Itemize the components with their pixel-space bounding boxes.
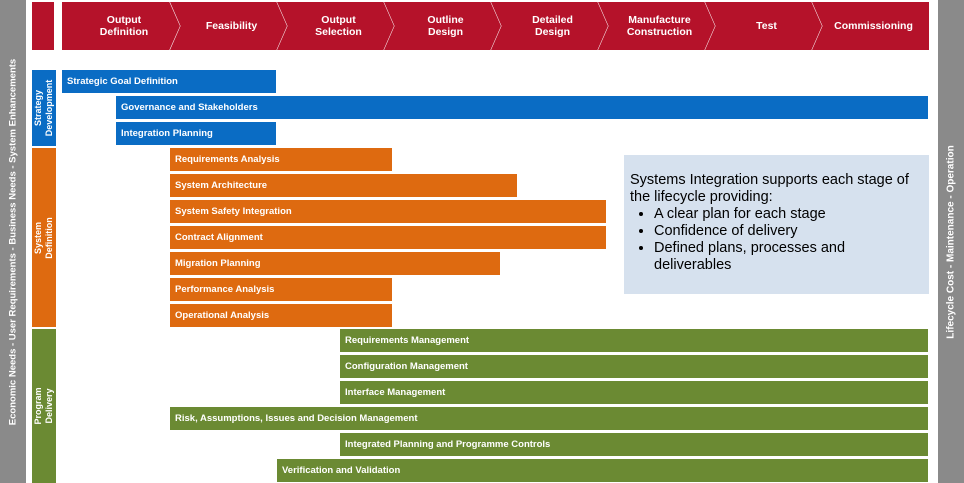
stage-label: Commissioning: [834, 20, 913, 32]
activity-bar-governance-and-stakeholders: Governance and Stakeholders: [116, 96, 928, 119]
activity-bar-requirements-management: Requirements Management: [340, 329, 928, 352]
activity-bar-system-safety-integration: System Safety Integration: [170, 200, 606, 223]
stage-label: Outline Design: [427, 14, 464, 38]
activity-bar-configuration-management: Configuration Management: [340, 355, 928, 378]
stage-manufacture-construction: Manufacture Construction: [598, 2, 715, 50]
activity-bar-performance-analysis: Performance Analysis: [170, 278, 392, 301]
stage-outline-design: Outline Design: [384, 2, 501, 50]
right-side-bar: Lifecycle Cost - Maintenance - Operation: [938, 0, 964, 483]
phase-label: System Definition: [33, 216, 54, 259]
stage-label: Output Definition: [99, 14, 149, 38]
stage-commissioning: Commissioning: [812, 2, 929, 50]
activity-bar-integrated-planning: Integrated Planning and Programme Contro…: [340, 433, 928, 456]
phase-label: Program Delivery: [33, 387, 54, 425]
activity-bar-verification-and-validation: Verification and Validation: [277, 459, 928, 482]
info-box: Systems Integration supports each stage …: [624, 155, 929, 294]
activity-bar-interface-management: Interface Management: [340, 381, 928, 404]
activity-bar-operational-analysis: Operational Analysis: [170, 304, 392, 327]
info-bullet: Confidence of delivery: [654, 223, 923, 240]
stage-label: Test: [756, 20, 777, 32]
left-side-label: Economic Needs - User Requirements - Bus…: [7, 58, 19, 425]
phase-strategy-development: Strategy Development: [32, 70, 56, 146]
info-intro: Systems Integration supports each stage …: [630, 172, 909, 205]
stage-label: Manufacture Construction: [626, 14, 693, 38]
phase-program-delivery: Program Delivery: [32, 329, 56, 483]
phase-label: Strategy Development: [33, 79, 54, 137]
stage-label: Detailed Design: [532, 14, 573, 38]
stage-test: Test: [705, 2, 822, 50]
phase-system-definition: System Definition: [32, 148, 56, 327]
activity-bar-requirements-analysis: Requirements Analysis: [170, 148, 392, 171]
activity-bar-integration-planning: Integration Planning: [116, 122, 276, 145]
activity-bar-risk-assumptions-issues: Risk, Assumptions, Issues and Decision M…: [170, 407, 928, 430]
info-bullet-list: A clear plan for each stage Confidence o…: [630, 206, 923, 274]
info-bullet: Defined plans, processes and deliverable…: [654, 240, 923, 274]
stage-label: Output Selection: [315, 14, 362, 38]
stage-feasibility: Feasibility: [170, 2, 287, 50]
right-side-label: Lifecycle Cost - Maintenance - Operation: [945, 144, 957, 339]
activity-bar-migration-planning: Migration Planning: [170, 252, 500, 275]
stage-output-definition: Output Definition: [62, 2, 180, 50]
activity-bar-contract-alignment: Contract Alignment: [170, 226, 606, 249]
activity-bar-system-architecture: System Architecture: [170, 174, 517, 197]
corner-block: [32, 2, 54, 50]
stage-output-selection: Output Selection: [277, 2, 394, 50]
activity-bar-strategic-goal-definition: Strategic Goal Definition: [62, 70, 276, 93]
info-bullet: A clear plan for each stage: [654, 206, 923, 223]
stage-detailed-design: Detailed Design: [491, 2, 608, 50]
left-side-bar: Economic Needs - User Requirements - Bus…: [0, 0, 26, 483]
stage-label: Feasibility: [205, 20, 258, 32]
